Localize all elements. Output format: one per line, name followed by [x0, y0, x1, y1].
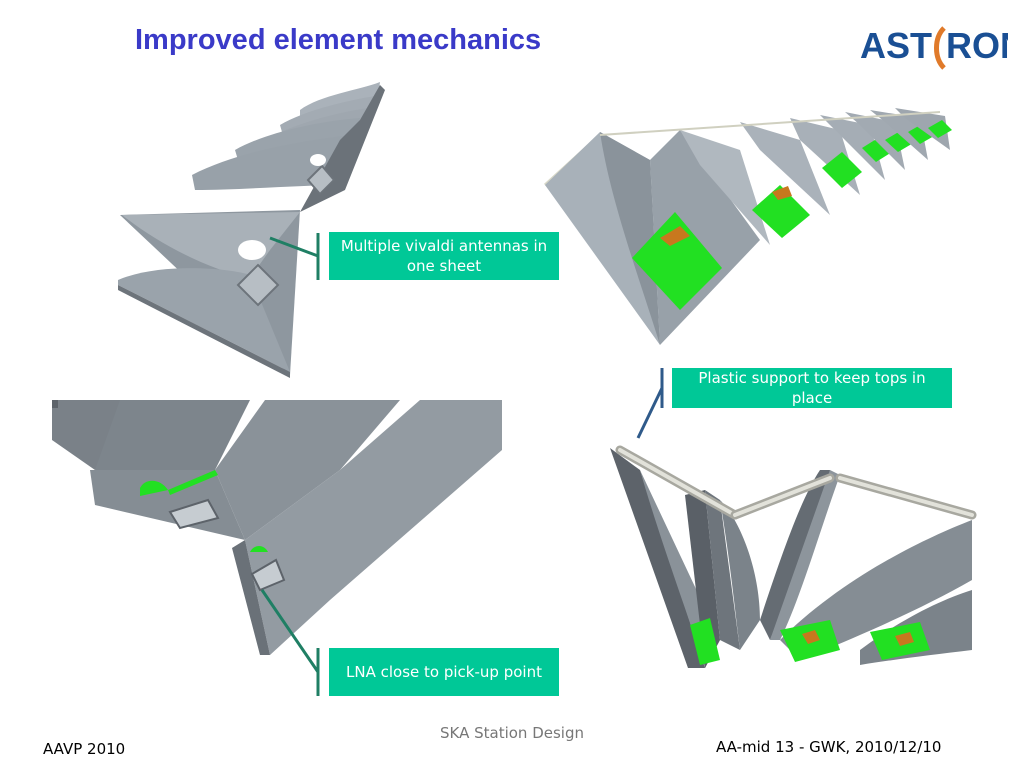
callout-leaders — [260, 233, 320, 696]
plastic-support-render — [610, 445, 977, 668]
lna-closeup-render — [52, 400, 502, 658]
callout-plastic-support: Plastic support to keep tops in place — [672, 368, 952, 408]
footer-center: SKA Station Design — [439, 724, 584, 742]
logo-text-right: RON — [946, 25, 1008, 66]
callout-vivaldi-antennas: Multiple vivaldi antennas in one sheet — [329, 232, 559, 280]
slide-title: Improved element mechanics — [135, 24, 542, 56]
vivaldi-sheet-render — [118, 82, 385, 378]
plastic-callout-leader — [636, 368, 664, 439]
pcb-vivaldi-array-render — [543, 108, 952, 345]
footer-right: AA-mid 13 - GWK, 2010/12/10 — [716, 738, 942, 756]
callout-lna: LNA close to pick-up point — [329, 648, 559, 696]
logo-bracket-icon — [934, 26, 946, 70]
footer-left: AAVP 2010 — [43, 740, 126, 758]
astron-logo: AST RON — [860, 25, 1008, 70]
logo-text-left: AST — [860, 25, 932, 66]
